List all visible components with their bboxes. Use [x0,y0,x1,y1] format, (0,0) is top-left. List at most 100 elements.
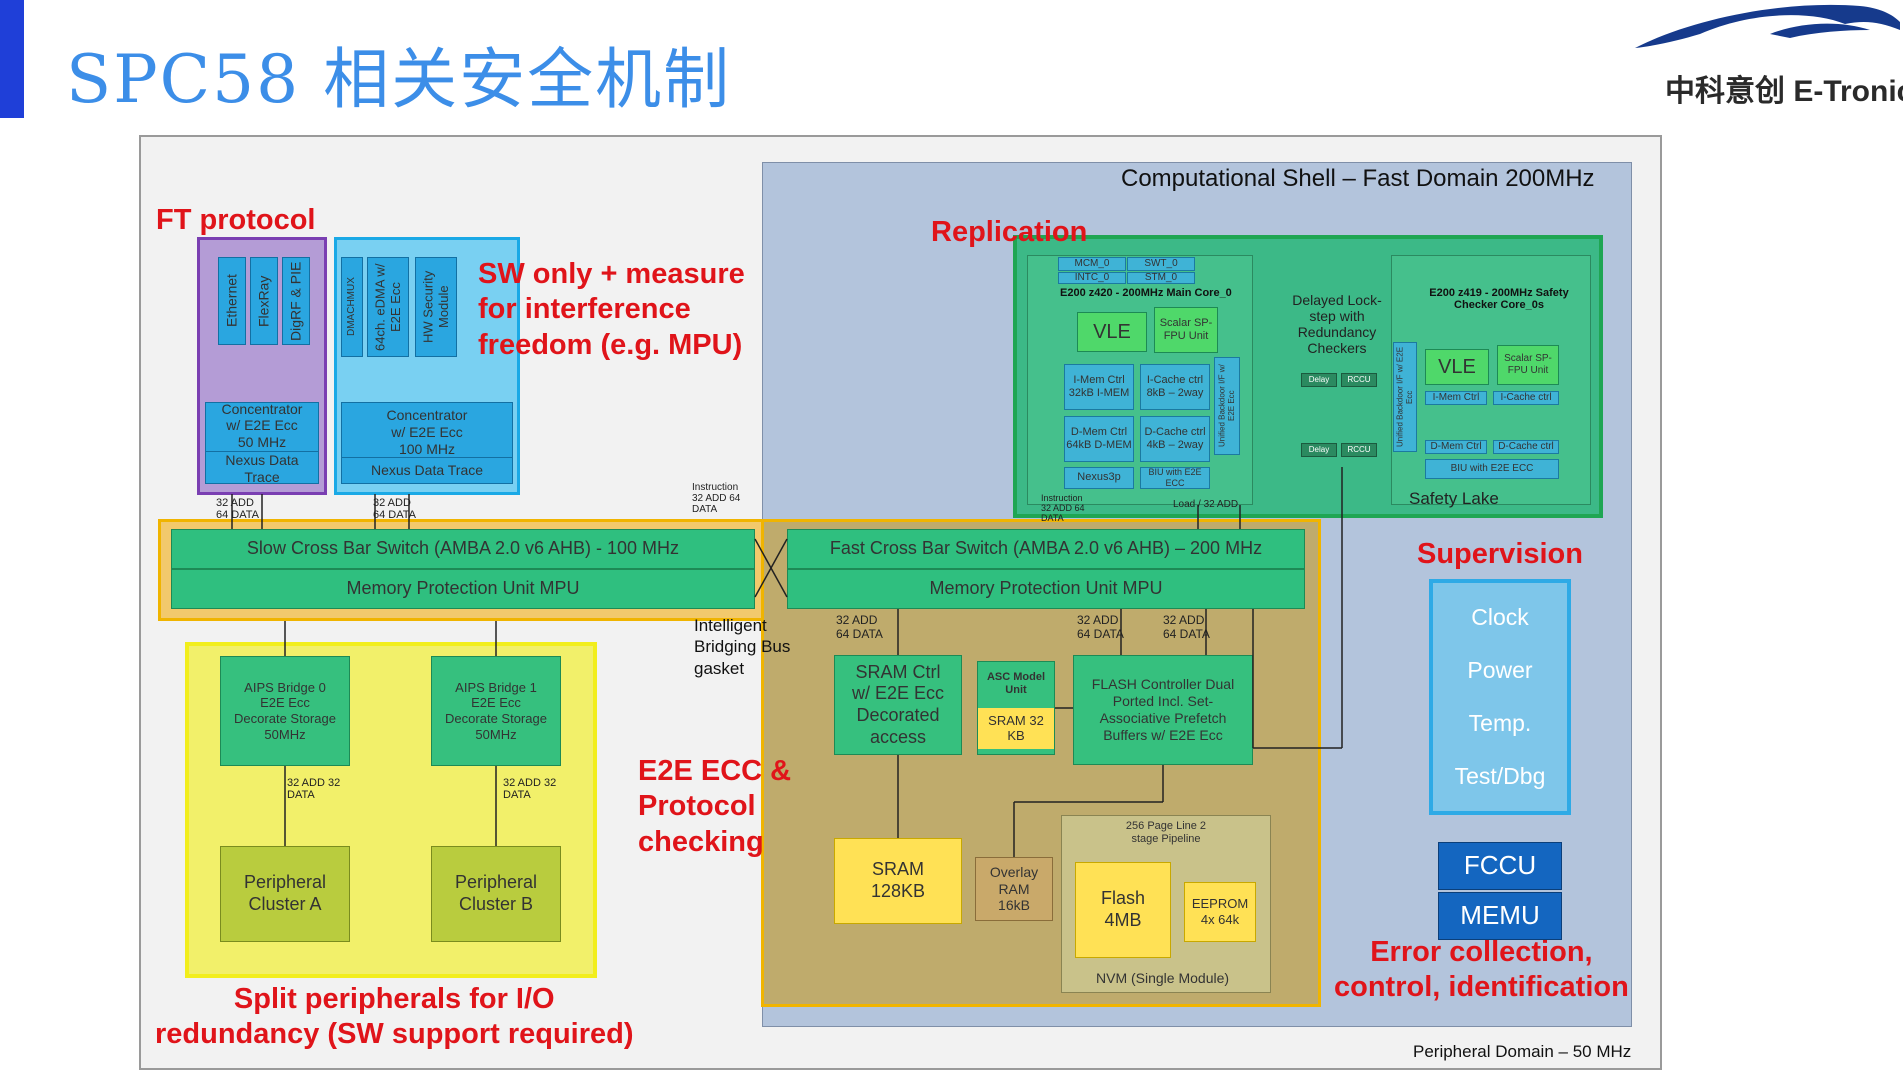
rccu-box-2: RCCU [1341,443,1377,457]
core0s-dcache: D-Cache ctrl [1493,440,1559,454]
aips1-line3: Decorate Storage [445,711,547,726]
slow-mpu: Memory Protection Unit MPU [171,569,755,609]
sw-only-line1: SW only + measure [478,258,745,290]
sram-ctrl-bus-label: 32 ADD 64 DATA [836,613,883,641]
split-annotation: Split peripherals for I/O redundancy (SW… [155,982,634,1053]
aips0-bus-label: 32 ADD 32 DATA [287,777,341,801]
asc-sram: SRAM 32 KB [978,707,1054,749]
sw-only-line2: for interference [478,293,691,326]
accent-bar [0,0,24,118]
concentrator-a-line3: 50 MHz [237,434,287,451]
nvm-label: NVM (Single Module) [1096,970,1230,986]
ft-protocol-annotation: FT protocol [156,204,316,236]
core0-dmem: D-Mem Ctrl 64kB D-MEM [1064,416,1134,462]
fast-mpu: Memory Protection Unit MPU [787,569,1305,609]
aips0-line3: Decorate Storage [234,711,336,726]
bridging-label: Intelligent Bridging Bus gasket [694,616,791,678]
e2e-line2: Protocol [638,790,756,823]
asc-model-unit: ASC Model Unit SRAM 32 KB [977,661,1055,755]
core0-fpu: Scalar SP-FPU Unit [1154,307,1218,353]
pipeline-label: 256 Page Line 2 stage Pipeline [1125,820,1207,846]
core0s-icache: I-Cache ctrl [1493,391,1559,405]
core0-icache: I-Cache ctrl 8kB – 2way [1140,364,1210,410]
concentrator-b-line2: w/ E2E Ecc [391,423,463,440]
logo-text: 中科意创 E-Tronic [1665,75,1903,108]
delay-box-1: Delay [1301,373,1337,387]
stm-cell: STM_0 [1127,272,1195,284]
core0s-biu: BIU with E2E ECC [1425,459,1559,479]
core0s-title: E200 z419 - 200MHz Safety Checker Core_0… [1429,287,1569,311]
aips0-line1: AIPS Bridge 0 [244,679,326,695]
replication-annotation: Replication [931,216,1088,248]
core0-dcache: D-Cache ctrl 4kB – 2way [1140,416,1210,462]
delayed-lockstep-label: Delayed Lock-step with Redundancy Checke… [1292,292,1382,356]
concentrator-b-line3: 100 MHz [398,440,456,457]
flash-bus-label-b: 32 ADD 64 DATA [1163,613,1210,641]
page-title: SPC58 相关安全机制 [66,41,732,118]
e2e-line3: checking [638,825,764,858]
core-instruction-label: Instruction 32 ADD 64 DATA [1041,493,1085,523]
test-dbg-item: Test/Dbg [1454,762,1546,789]
sw-only-annotation: SW only + measure for interference freed… [478,257,745,363]
aips0-line4: 50MHz [264,726,306,742]
bus-label-b: 32 ADD 64 DATA [373,497,416,521]
architecture-diagram: Computational Shell – Fast Domain 200MHz… [139,135,1662,1070]
core0-nexus: Nexus3p [1064,467,1134,489]
memu-block: MEMU [1438,892,1562,940]
fast-domain-label: Computational Shell – Fast Domain 200MHz [1121,165,1595,192]
aips1-line2: E2E Ecc [471,695,521,711]
swt-cell: SWT_0 [1127,257,1195,271]
safety-lake-label: Safety Lake [1409,489,1499,508]
core0s-fpu: Scalar SP-FPU Unit [1497,345,1559,385]
core0s-imem: I-Mem Ctrl [1425,391,1487,405]
sram-controller: SRAM Ctrl w/ E2E Ecc Decorated access [834,655,962,755]
vertical-links [231,494,1241,846]
asc-title: ASC Model Unit [986,671,1046,697]
intc-cell: INTC_0 [1058,272,1126,284]
split-line2: redundancy (SW support required) [155,1018,634,1051]
mcm-cell: MCM_0 [1058,257,1126,271]
split-line1: Split peripherals for I/O [233,983,555,1015]
slow-crossbar-switch: Slow Cross Bar Switch (AMBA 2.0 v6 AHB) … [171,529,755,569]
concentrator-a-line2: w/ E2E Ecc [226,417,298,434]
bridge-links [754,467,1343,857]
temp-item: Temp. [1468,709,1532,736]
car-logo-icon [1635,4,1900,48]
aips0-line2: E2E Ecc [260,695,310,711]
fccu-block: FCCU [1438,842,1562,890]
aips1-line1: AIPS Bridge 1 [455,679,537,695]
error-annotation: Error collection, control, identificatio… [1334,935,1629,1006]
instruction-label: Instruction 32 ADD 64 DATA [692,482,741,515]
rccu-box-1: RCCU [1341,373,1377,387]
sram-128kb: SRAM 128KB [834,838,962,924]
core0s-dmem: D-Mem Ctrl [1425,440,1487,454]
overlay-ram: Overlay RAM 16kB [975,857,1053,921]
flash-controller: FLASH Controller Dual Ported Incl. Set-A… [1073,655,1253,765]
concentrator-b-trace: Nexus Data Trace [342,457,512,479]
aips1-bus-label: 32 ADD 32 DATA [503,777,557,801]
flash-bus-label-a: 32 ADD 64 DATA [1077,613,1124,641]
aips-bridge-0: AIPS Bridge 0 E2E Ecc Decorate Storage 5… [220,656,350,766]
e2e-annotation: E2E ECC & Protocol checking [638,754,791,860]
core0s-vle: VLE [1425,349,1489,385]
delay-box-2: Delay [1301,443,1337,457]
eeprom: EEPROM 4x 64k [1184,882,1256,942]
power-item: Power [1467,656,1533,683]
flash-4mb: Flash 4MB [1075,862,1171,958]
concentrator-a: Concentrator w/ E2E Ecc 50 MHz Nexus Dat… [205,400,319,485]
concentrator-b-line1: Concentrator [386,406,468,423]
clock-item: Clock [1471,603,1529,630]
aips-bridge-1: AIPS Bridge 1 E2E Ecc Decorate Storage 5… [431,656,561,766]
aips1-line4: 50MHz [475,726,517,742]
peripheral-domain-label: Peripheral Domain – 50 MHz [1413,1042,1632,1061]
error-line2: control, identification [1334,971,1629,1004]
supervision-panel: Clock Power Temp. Test/Dbg [1429,579,1571,815]
concentrator-b: Concentrator w/ E2E Ecc 100 MHz Nexus Da… [341,402,513,484]
concentrator-a-line1: Concentrator [221,400,303,417]
core0-biu: BIU with E2E ECC [1140,467,1210,489]
fast-crossbar-switch: Fast Cross Bar Switch (AMBA 2.0 v6 AHB) … [787,529,1305,569]
load-label: Load / 32 ADD [1173,499,1239,510]
bus-label-a: 32 ADD 64 DATA [216,497,259,521]
sw-only-line3: freedom (e.g. MPU) [478,328,743,361]
error-line1: Error collection, [1370,936,1593,968]
